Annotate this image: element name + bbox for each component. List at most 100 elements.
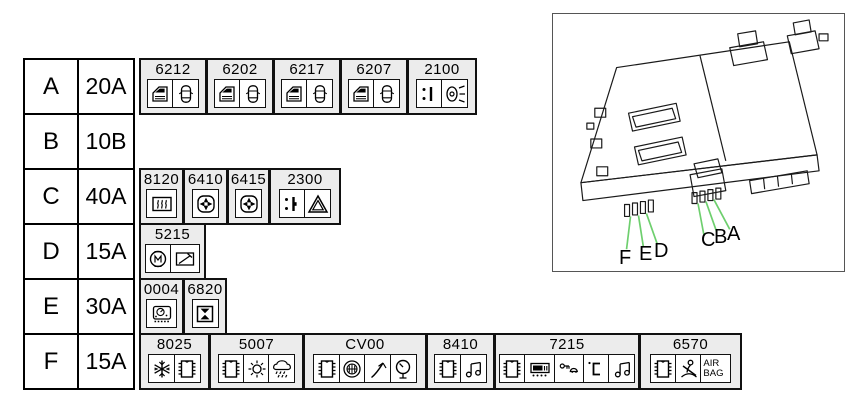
car-door-icon bbox=[280, 79, 308, 108]
fuse-cell-5215: 5215 bbox=[139, 223, 206, 280]
icon-strip bbox=[235, 189, 262, 218]
wiper-icon bbox=[170, 244, 201, 273]
fuse-row-e: E 30A 0004 6820 bbox=[23, 278, 742, 335]
ecu-chip-icon bbox=[217, 354, 245, 383]
ecu-chip-icon bbox=[173, 354, 201, 383]
row-amperage: 20A bbox=[77, 58, 135, 115]
fuse-code: 2100 bbox=[424, 61, 460, 78]
fuse-code: 6202 bbox=[222, 61, 258, 78]
door-ajar-icon bbox=[582, 354, 610, 383]
fuse-cell-8410: 8410 bbox=[426, 333, 495, 390]
fuse-code: 6207 bbox=[356, 61, 392, 78]
icon-strip bbox=[192, 189, 219, 218]
fuse-cell-cv00: CV00 bbox=[303, 333, 427, 390]
hazard-triangle-icon bbox=[304, 189, 332, 218]
car-top-icon bbox=[239, 79, 267, 108]
fuse-cell-6820: 6820 bbox=[183, 278, 227, 335]
fuse-code: 6570 bbox=[672, 336, 709, 353]
blower-fan-icon bbox=[192, 189, 219, 218]
icon-strip bbox=[415, 79, 469, 108]
diagram-label-c: C bbox=[701, 229, 716, 251]
fuse-cell-6217: 6217 bbox=[273, 58, 341, 115]
fuse-cell-6212: 6212 bbox=[139, 58, 207, 115]
row-letter: C bbox=[23, 168, 79, 225]
fuse-box-illustration bbox=[580, 19, 829, 250]
car-top-icon bbox=[306, 79, 334, 108]
music-notes-icon bbox=[608, 354, 636, 383]
diagram-label-e: E bbox=[639, 243, 653, 265]
diagram-label-b: B bbox=[714, 226, 728, 248]
fuse-code: 5215 bbox=[154, 226, 191, 243]
fuse-cell-0004: 0004 bbox=[139, 278, 184, 335]
fuse-code: 6820 bbox=[187, 281, 223, 298]
fuse-cell-7215: 7215 bbox=[494, 333, 640, 390]
clock-display-icon bbox=[524, 354, 556, 383]
fuse-code: 8025 bbox=[156, 336, 193, 353]
icon-strip bbox=[146, 299, 177, 328]
row-letter: E bbox=[23, 278, 79, 335]
icon-strip bbox=[213, 79, 267, 108]
icon-strip bbox=[498, 354, 636, 383]
icon-strip bbox=[278, 189, 332, 218]
row-letter: B bbox=[23, 113, 79, 170]
airbag-label-bottom: BAG bbox=[703, 367, 724, 379]
fuse-code: 8410 bbox=[442, 336, 479, 353]
motor-icon bbox=[144, 244, 172, 273]
fuse-code: 0004 bbox=[143, 281, 180, 298]
remote-key-car-icon bbox=[553, 354, 585, 383]
icon-strip bbox=[217, 354, 296, 383]
row-amperage: 30A bbox=[77, 278, 135, 335]
car-door-icon bbox=[146, 79, 174, 108]
diagram-label-f: F bbox=[619, 247, 632, 269]
ecu-chip-icon bbox=[313, 354, 341, 383]
icon-strip bbox=[148, 354, 201, 383]
gauge-icon bbox=[389, 354, 417, 383]
diagram-label-d: D bbox=[654, 240, 669, 262]
fuse-row-d: D 15A 5215 bbox=[23, 223, 742, 280]
fuse-cell-5007: 5007 bbox=[209, 333, 304, 390]
row-letter: A bbox=[23, 58, 79, 115]
icon-strip bbox=[144, 244, 201, 273]
fuse-cell-2100: 2100 bbox=[407, 58, 477, 115]
row-letter: F bbox=[23, 333, 79, 390]
icon-strip bbox=[146, 189, 177, 218]
fuse-cell-6570: 6570 AIR BAG bbox=[639, 333, 742, 390]
diagram-label-a: A bbox=[727, 223, 741, 245]
seatbelt-icon bbox=[675, 354, 702, 383]
fuse-code: 6415 bbox=[230, 171, 267, 188]
fuse-code: 8120 bbox=[143, 171, 180, 188]
icon-strip bbox=[191, 299, 219, 328]
icon-strip bbox=[347, 79, 401, 108]
fuse-cell-6207: 6207 bbox=[340, 58, 408, 115]
fuse-row-f: F 15A 8025 5007 CV00 bbox=[23, 333, 742, 390]
headlight-icon bbox=[441, 79, 469, 108]
car-top-icon bbox=[373, 79, 401, 108]
door-pillar-switch-icon bbox=[278, 189, 306, 218]
fuse-cell-2300: 2300 bbox=[269, 168, 341, 225]
ecu-chip-icon bbox=[498, 354, 526, 383]
airbag-label: AIR BAG bbox=[700, 354, 732, 383]
rain-cloud-icon bbox=[268, 354, 296, 383]
car-top-icon bbox=[172, 79, 200, 108]
row-letter: D bbox=[23, 223, 79, 280]
fuse-row-a: A 20A 6212 6202 6217 6207 bbox=[23, 58, 742, 115]
snowflake-icon bbox=[148, 354, 176, 383]
icon-strip bbox=[280, 79, 334, 108]
icon-strip: AIR BAG bbox=[649, 354, 732, 383]
blower-fan-icon bbox=[235, 189, 262, 218]
fuse-cell-6202: 6202 bbox=[206, 58, 274, 115]
fuse-row-c: C 40A 8120 6410 6415 2300 bbox=[23, 168, 742, 225]
ecu-chip-icon bbox=[649, 354, 677, 383]
row-amperage: 15A bbox=[77, 333, 135, 390]
fuse-code: 6410 bbox=[187, 171, 224, 188]
door-pillar-lamp-icon bbox=[415, 79, 443, 108]
car-door-icon bbox=[347, 79, 375, 108]
car-door-icon bbox=[213, 79, 241, 108]
sunroof-icon bbox=[191, 299, 219, 328]
instrument-cluster-icon bbox=[146, 299, 177, 328]
fuse-cell-6415: 6415 bbox=[227, 168, 270, 225]
icon-strip bbox=[434, 354, 487, 383]
speaker-icon bbox=[338, 354, 366, 383]
heated-rear-window-icon bbox=[146, 189, 177, 218]
antenna-icon bbox=[364, 354, 392, 383]
